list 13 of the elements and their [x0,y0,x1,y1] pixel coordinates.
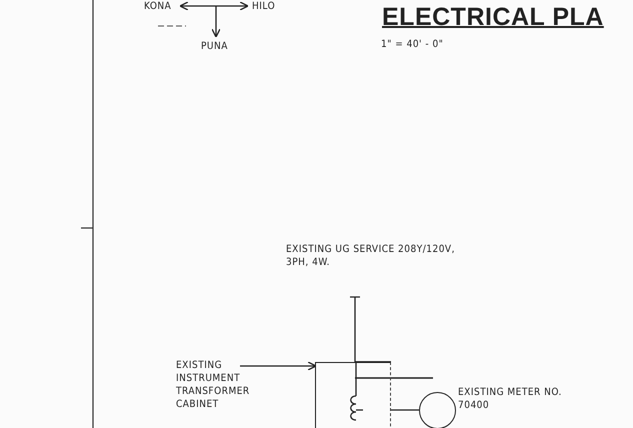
direction-label: HILO [252,0,276,13]
service-note: EXISTING UG SERVICE 208Y/120V, 3PH, 4W. [286,243,456,269]
direction-label: PUNA [201,40,228,53]
conductor-line [391,409,419,411]
leader-line [240,361,317,371]
meter-circle [419,392,456,428]
cabinet-box [315,362,391,428]
direction-label: KONA [144,0,172,13]
cabinet-label: EXISTING INSTRUMENT TRANSFORMER CABINET [176,359,260,411]
conductor-line [354,297,356,362]
drawing-title: ELECTRICAL PLA [382,2,604,32]
scale-note: 1" = 40' - 0" [381,38,444,51]
meter-label: EXISTING METER NO. 70400 [458,386,563,412]
